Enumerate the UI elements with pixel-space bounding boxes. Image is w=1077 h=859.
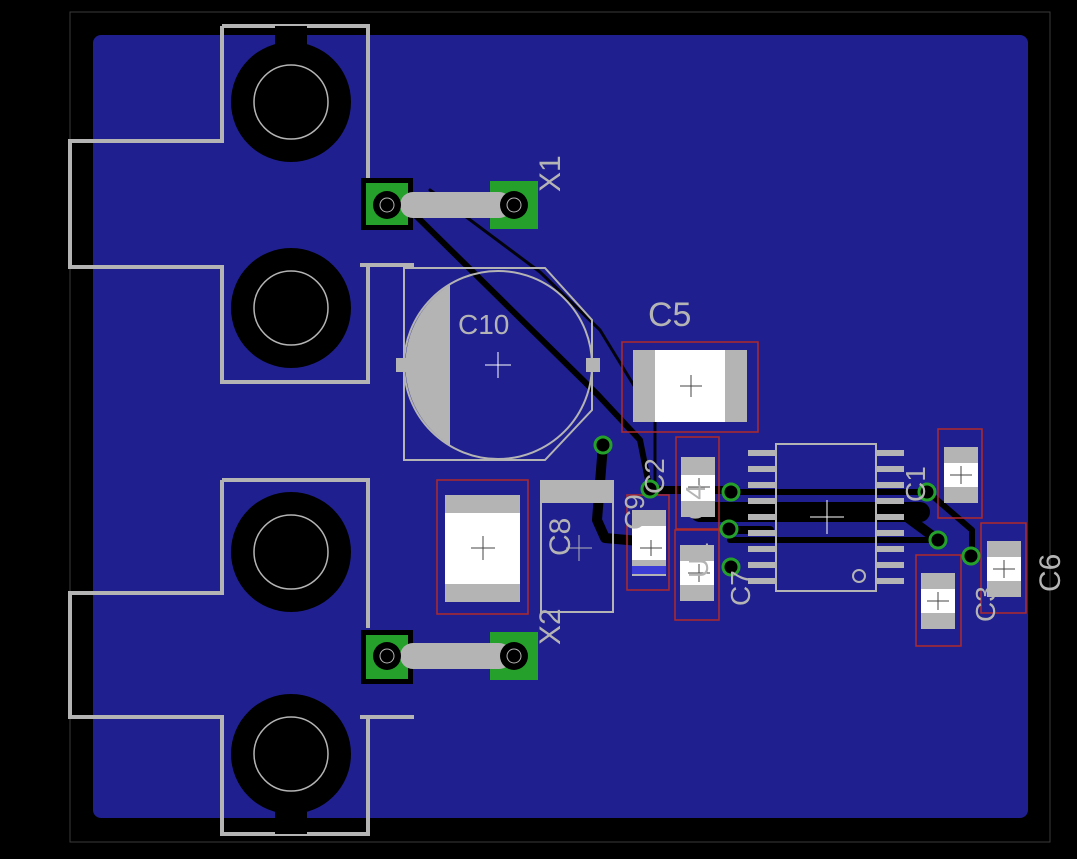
connector-outline-bottom [68,478,414,836]
traces [402,188,975,559]
board-outline [69,11,1051,843]
label-c8: C8 [544,518,577,556]
u1-footprint [748,443,904,592]
c8-footprint [540,480,614,613]
connector-outline-top [68,24,414,384]
label-c3: C3 [970,586,1001,622]
mounting-hole-1 [231,42,351,162]
small-caps [626,436,720,621]
x1-footprint [361,178,538,230]
mounting-hole-3 [231,492,351,612]
label-x2: X2 [534,608,567,645]
mounting-hole-4 [231,694,351,814]
label-c5: C5 [648,296,691,334]
big-cap-footprint [436,479,529,615]
label-c7: C7 [725,570,756,606]
label-u1: U1 [683,542,714,578]
vias [593,435,981,577]
right-caps [915,428,1027,647]
label-c6: C6 [1034,554,1067,592]
label-c10: C10 [458,309,509,340]
x2-footprint [361,630,538,684]
label-c1: C1 [900,466,931,502]
label-c2: C2 [639,458,670,494]
copper-pour [93,35,1028,818]
c10-footprint [396,267,600,461]
label-c9: C9 [619,494,650,530]
label-x1: X1 [534,155,567,192]
label-c4: C4 [680,484,711,520]
mounting-hole-2 [231,248,351,368]
c5-footprint [621,341,759,433]
